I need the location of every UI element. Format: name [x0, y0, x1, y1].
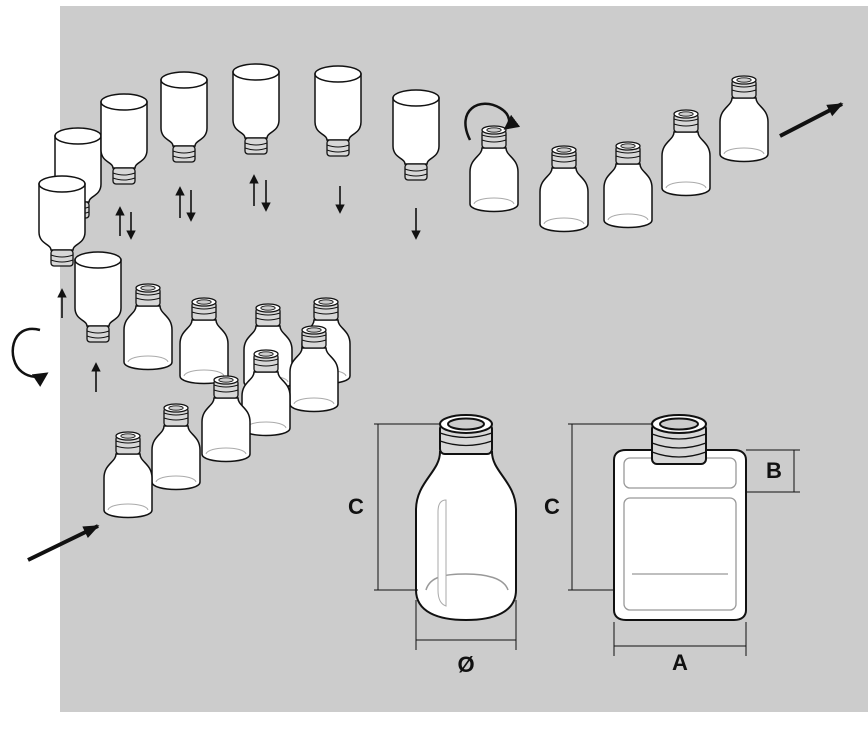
bottle-inverted: [100, 93, 148, 185]
bottle-inverted: [38, 175, 86, 267]
bottle-inverted: [314, 65, 362, 157]
bottle-upright: [469, 125, 519, 213]
bottle-inverted: [160, 71, 208, 163]
bottle-inverted: [232, 63, 280, 155]
dimension-label-b: B: [766, 458, 782, 483]
dimension-label-c-square: C: [544, 494, 560, 519]
entry-arrow: [27, 524, 100, 562]
bottle-upright: [103, 431, 153, 519]
bottle-upright: [603, 141, 653, 229]
bottle-upright: [201, 375, 251, 463]
bottle-upright: [151, 403, 201, 491]
exit-arrow: [779, 102, 844, 138]
bottle-upright: [661, 109, 711, 197]
rotate-arrow-left: [11, 327, 49, 387]
bottle-upright: [539, 145, 589, 233]
dimension-label-a: A: [672, 650, 688, 675]
square-bottle-detail: [613, 414, 747, 621]
bottle-upright: [289, 325, 339, 413]
flow-arrows: [57, 174, 421, 392]
bottle-inverted: [74, 251, 122, 343]
bottle-upright: [123, 283, 173, 371]
round-bottle-detail: [415, 414, 517, 622]
dimension-label-diameter: Ø: [457, 652, 474, 677]
bottle-conveyor: [38, 63, 769, 519]
dimension-label-c-round: C: [348, 494, 364, 519]
bottle-upright: [241, 349, 291, 437]
bottle-inverted: [392, 89, 440, 181]
dimension-lines: [374, 423, 800, 656]
bottle-upright: [179, 297, 229, 385]
bottle-upright: [719, 75, 769, 163]
rotate-arrow-top: [464, 102, 521, 141]
